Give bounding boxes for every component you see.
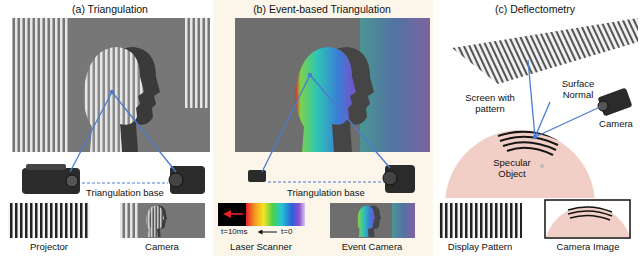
- triangulation-scene: [8, 18, 210, 238]
- time-label: t=0: [281, 227, 292, 237]
- part-label: Screen with pattern: [461, 92, 519, 114]
- deflectometry-scene: [438, 18, 638, 256]
- part-label: Camera: [599, 118, 633, 129]
- baseline-label: Triangulation base: [86, 187, 164, 198]
- time-label: t=10ms: [221, 227, 247, 237]
- image-caption: Camera Image: [557, 241, 620, 252]
- part-label: Surface Normal: [555, 78, 601, 100]
- image-caption: Display Pattern: [448, 241, 512, 252]
- panel-title: (a) Triangulation: [72, 3, 148, 15]
- panel-title: (c) Deflectometry: [495, 3, 575, 15]
- baseline-label: Triangulation base: [287, 187, 365, 198]
- image-caption: Projector: [30, 241, 68, 252]
- image-caption: Camera: [145, 241, 179, 252]
- part-label: Specular Object: [487, 157, 537, 179]
- image-caption: Event Camera: [342, 241, 403, 252]
- event-triangulation-scene: [213, 0, 433, 256]
- image-caption: Laser Scanner: [230, 241, 292, 252]
- panel-title: (b) Event-based Triangulation: [253, 3, 391, 15]
